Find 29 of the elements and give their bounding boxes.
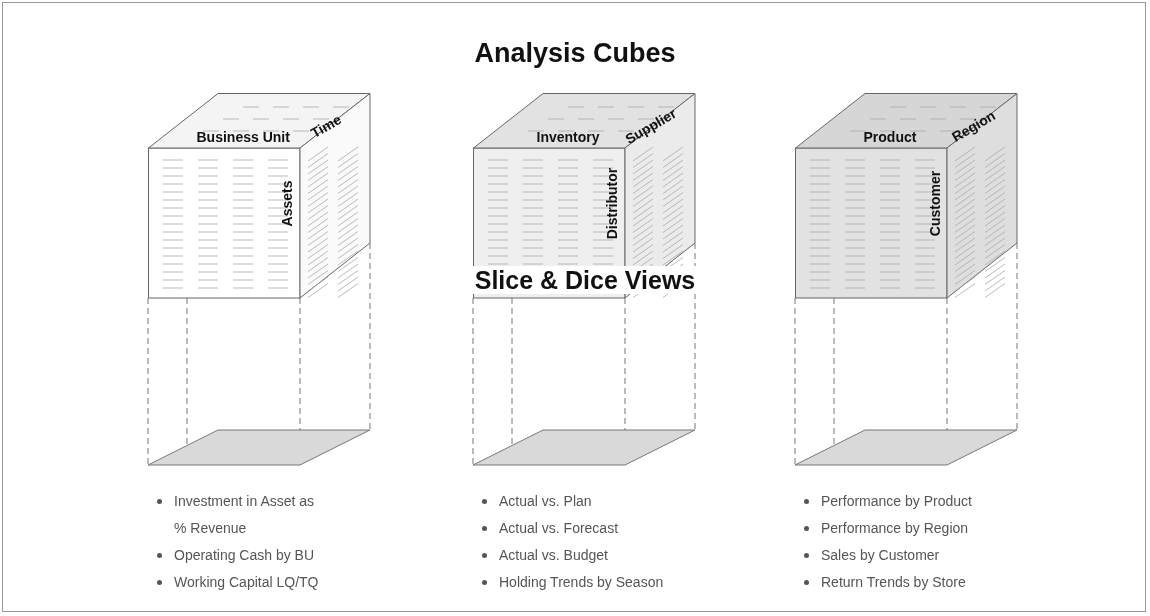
axis-label: Time: [308, 111, 344, 141]
bullet-item: Operating Cash by BU: [154, 542, 324, 569]
section-heading: Slice & Dice Views: [471, 266, 699, 294]
axis-label: Distributor: [605, 167, 621, 239]
bullet-item: Performance by Region: [801, 515, 972, 542]
projection-line: [794, 297, 796, 466]
bullet-item: Performance by Product: [801, 488, 972, 515]
projection-line: [833, 297, 835, 446]
projection-line: [369, 242, 371, 431]
projection-line: [147, 297, 149, 466]
projection-line: [186, 297, 188, 446]
axis-label: Inventory: [536, 129, 600, 145]
axis-label: Business Unit: [196, 129, 290, 145]
axis-label: Customer: [927, 170, 943, 236]
diagram-title: Analysis Cubes: [473, 38, 677, 69]
bullet-item: Investment in Asset as % Revenue: [154, 488, 324, 542]
projection-line: [472, 297, 474, 466]
bullet-item: Holding Trends by Season: [479, 569, 664, 596]
axis-label: Product: [863, 129, 917, 145]
bullet-item: Working Capital LQ/TQ: [154, 569, 324, 596]
axis-label: Assets: [280, 180, 296, 226]
bullet-item: Return Trends by Store: [801, 569, 972, 596]
projection-line: [511, 297, 513, 446]
bullet-item: Actual vs. Budget: [479, 542, 664, 569]
bullet-item: Sales by Customer: [801, 542, 972, 569]
bullet-item: Actual vs. Forecast: [479, 515, 664, 542]
bullet-item: Actual vs. Plan: [479, 488, 664, 515]
projection-line: [694, 242, 696, 431]
projection-line: [1016, 242, 1018, 431]
